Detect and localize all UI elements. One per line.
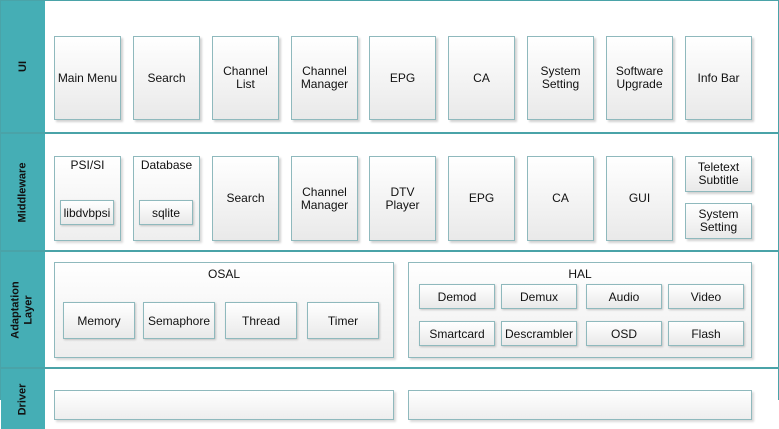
hal-osd: OSD: [586, 321, 662, 346]
osal-title: OSAL: [207, 267, 240, 281]
ui-layer-label: UI: [1, 1, 45, 132]
osal-thread: Thread: [225, 302, 297, 339]
mw-ca: CA: [527, 156, 594, 241]
hal-descrambler: Descrambler: [501, 321, 577, 346]
ui-channel-manager: Channel Manager: [291, 36, 358, 120]
adaptation-layer-label: Adaptation Layer: [1, 252, 45, 367]
mw-epg: EPG: [448, 156, 515, 241]
hal-flash: Flash: [668, 321, 744, 346]
middleware-layer-label: Middleware: [1, 134, 45, 250]
hal-group: HAL Demod Demux Audio Video Smartcard De…: [408, 262, 752, 358]
mw-search: Search: [212, 156, 279, 241]
middleware-layer: Middleware PSI/SI libdvbpsi Database sql…: [0, 133, 779, 251]
sqlite-box: sqlite: [139, 200, 193, 225]
ui-main-menu: Main Menu: [54, 36, 121, 120]
ui-search: Search: [133, 36, 200, 120]
ui-info-bar: Info Bar: [685, 36, 752, 120]
ui-layer: UI Main Menu Search Channel List Channel…: [0, 0, 779, 133]
database-title: Database: [140, 158, 193, 172]
adaptation-layer: Adaptation Layer OSAL Memory Semaphore T…: [0, 251, 779, 368]
mw-dtv-player: DTV Player: [369, 156, 436, 241]
ui-channel-list: Channel List: [212, 36, 279, 120]
mw-gui: GUI: [606, 156, 673, 241]
libdvbpsi-box: libdvbpsi: [60, 200, 114, 225]
osal-memory: Memory: [63, 302, 135, 339]
osal-semaphore: Semaphore: [143, 302, 215, 339]
ui-software-upgrade: Software Upgrade: [606, 36, 673, 120]
osal-timer: Timer: [307, 302, 379, 339]
hal-video: Video: [668, 284, 744, 309]
hal-demod: Demod: [419, 284, 495, 309]
psi-si-group: PSI/SI libdvbpsi: [54, 156, 121, 241]
driver-layer: Driver: [0, 368, 779, 429]
ui-system-setting: System Setting: [527, 36, 594, 120]
hal-audio: Audio: [586, 284, 662, 309]
ui-epg: EPG: [369, 36, 436, 120]
hal-title: HAL: [568, 267, 592, 281]
driver-right-group: [408, 390, 752, 420]
mw-system-setting: System Setting: [685, 203, 752, 239]
psi-si-title: PSI/SI: [70, 158, 105, 172]
mw-channel-manager: Channel Manager: [291, 156, 358, 241]
mw-teletext-subtitle: Teletext Subtitle: [685, 156, 752, 192]
driver-left-group: [54, 390, 394, 420]
hal-demux: Demux: [501, 284, 577, 309]
ui-ca: CA: [448, 36, 515, 120]
driver-layer-label: Driver: [1, 369, 45, 429]
hal-smartcard: Smartcard: [419, 321, 495, 346]
osal-group: OSAL Memory Semaphore Thread Timer: [54, 262, 394, 358]
database-group: Database sqlite: [133, 156, 200, 241]
